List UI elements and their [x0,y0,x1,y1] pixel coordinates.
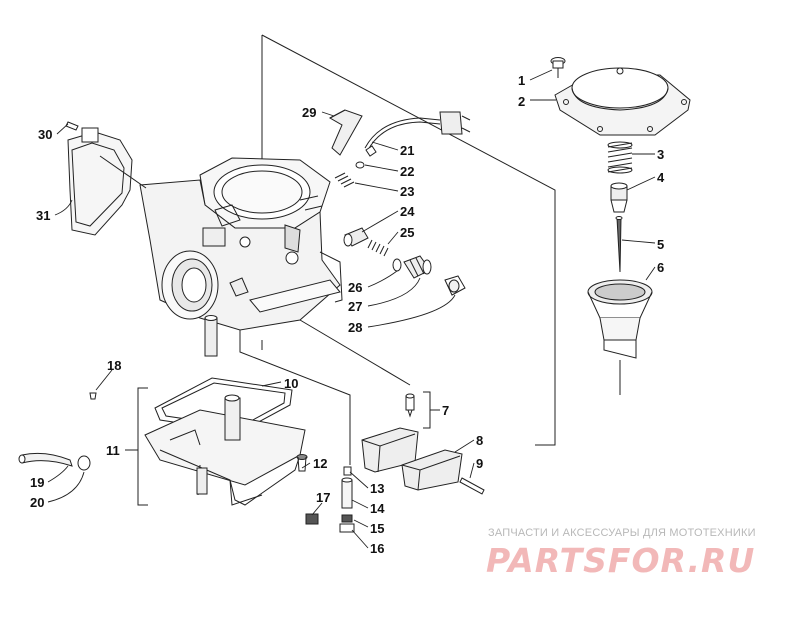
float-pin [459,477,485,495]
choke-spring [367,239,389,257]
top-cap [554,67,691,136]
throttle-cable [364,111,471,151]
callout-14: 14 [370,501,385,516]
callout-9: 9 [476,456,483,471]
callout-19: 19 [30,475,44,490]
bowl-leader-frame-2 [261,319,411,386]
cap-screw [550,57,566,78]
callout-21: 21 [400,143,414,158]
callout-15: 15 [370,521,384,536]
callout-11: 11 [106,443,120,458]
choke-cap [444,275,466,296]
callout-labels: 1 2 3 4 5 6 7 8 9 10 11 12 13 14 15 16 1… [30,73,665,556]
callout-31: 31 [36,208,50,223]
callout-1: 1 [518,73,525,88]
callout-28: 28 [348,320,362,335]
float-bowl [144,394,306,506]
callout-29: 29 [302,105,316,120]
callout-20: 20 [30,495,44,510]
watermark-logo: PARTSFOR.RU [486,541,756,580]
callout-6: 6 [657,260,664,275]
leader-lines [47,69,656,549]
floats [361,427,463,491]
needle-valve [405,393,415,418]
watermark-tagline: ЗАПЧАСТИ И АКСЕССУАРЫ ДЛЯ МОТОТЕХНИКИ [488,527,756,539]
callout-18: 18 [107,358,121,373]
cable-spring [334,172,355,188]
callout-27: 27 [348,299,362,314]
pilot-jets [339,514,355,533]
piston-slide [587,279,653,359]
small-screw [89,392,97,400]
o-ring [392,258,402,272]
callout-16: 16 [370,541,384,556]
choke-plunger [343,227,369,247]
callout-30: 30 [38,127,52,142]
choke-nut [403,255,432,279]
callout-25: 25 [400,225,414,240]
bracket-7 [423,391,431,429]
bowl-gasket [154,377,293,433]
main-jet-parts [341,466,353,509]
callout-22: 22 [400,164,414,179]
assembly-frame [261,34,556,446]
bracket-11 [137,387,148,506]
spring [607,141,633,174]
needle-holder [610,182,628,213]
callout-23: 23 [400,184,414,199]
bowl-leader-frame [239,330,351,465]
callout-13: 13 [370,481,384,496]
vent-hose [18,452,73,467]
callout-24: 24 [400,204,415,219]
rubber-boot [328,109,363,156]
side-cover [67,127,133,236]
callout-5: 5 [657,237,664,252]
carburetor-body [139,157,343,357]
callout-26: 26 [348,280,362,295]
pilot-screw [305,513,319,525]
callout-3: 3 [657,147,664,162]
callout-4: 4 [657,170,665,185]
callout-12: 12 [313,456,327,471]
callout-10: 10 [284,376,298,391]
callout-2: 2 [518,94,525,109]
jet-needle [615,216,623,273]
drain-screw [296,454,308,472]
hose-clamp [77,455,91,471]
callout-8: 8 [476,433,483,448]
callout-17: 17 [316,490,330,505]
cable-end [365,145,377,157]
cover-screw [65,121,79,131]
cable-washer [355,161,365,169]
callout-7: 7 [442,403,449,418]
